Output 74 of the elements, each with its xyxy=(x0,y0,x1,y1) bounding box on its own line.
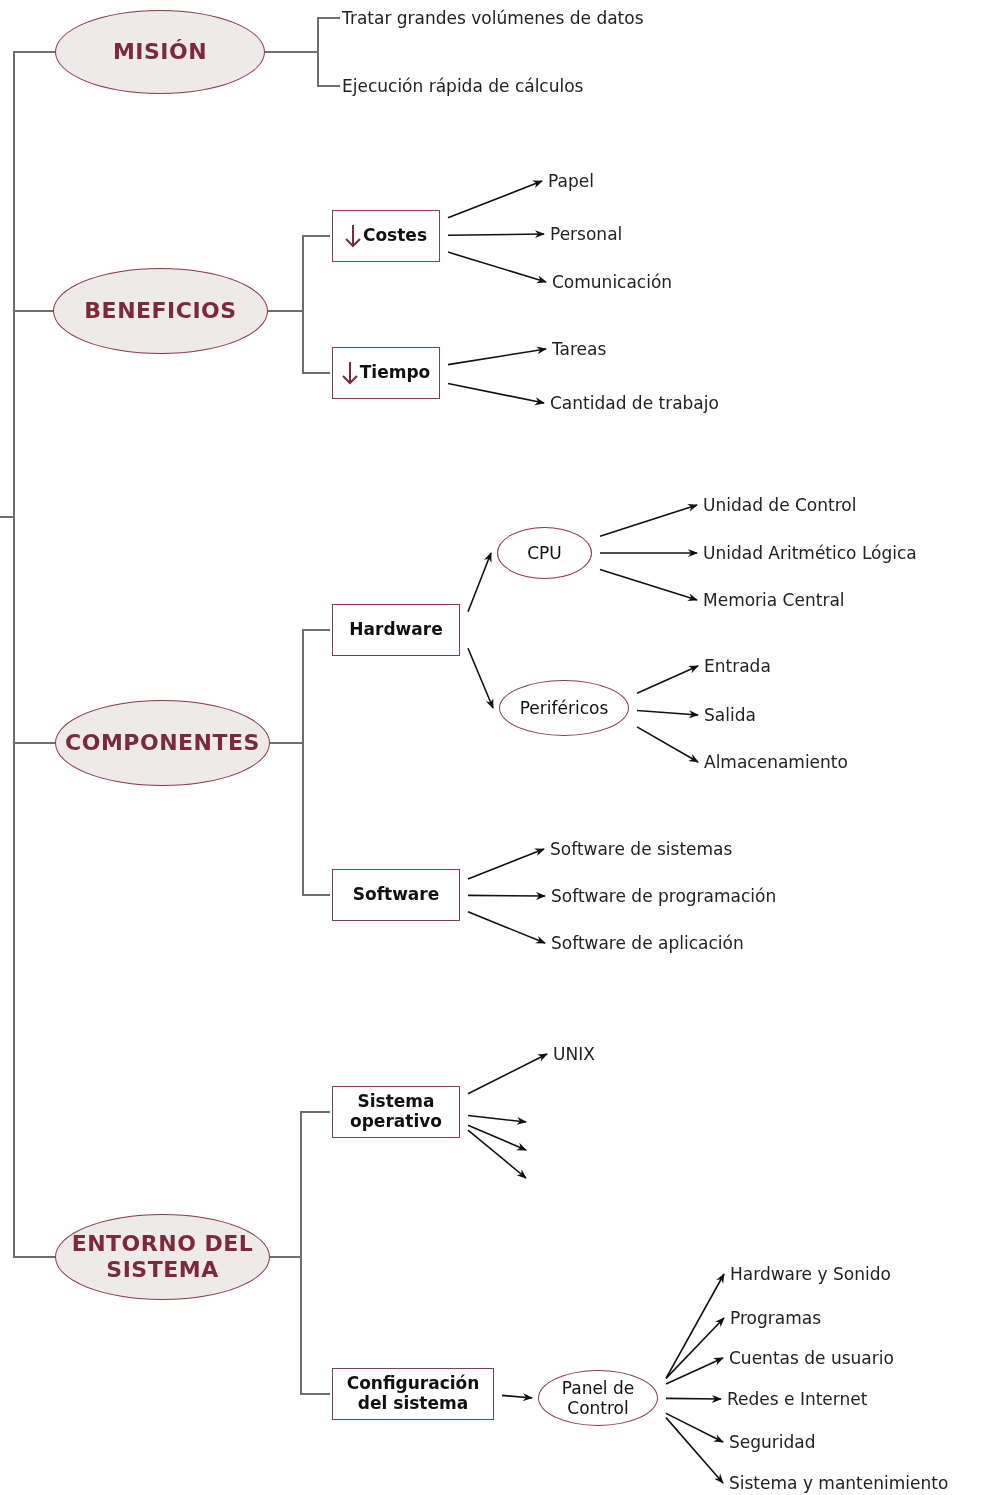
bracket-line xyxy=(269,742,331,896)
arrow xyxy=(447,251,547,284)
item-label: Almacenamiento xyxy=(704,751,848,773)
arrow xyxy=(665,1394,722,1403)
arrow xyxy=(447,180,543,219)
arrow xyxy=(467,891,546,900)
arrow xyxy=(665,1412,724,1443)
item-label: Unidad de Control xyxy=(703,494,857,516)
category-box xyxy=(332,1368,494,1420)
arrow xyxy=(467,1129,527,1179)
node-text: CPU xyxy=(527,542,562,564)
category-box xyxy=(332,210,440,262)
item-label: Tratar grandes volúmenes de datos xyxy=(342,7,644,29)
bracket-line xyxy=(264,51,341,87)
item-label: Comunicación xyxy=(552,271,673,293)
item-label: Sistema y mantenimiento xyxy=(729,1472,949,1494)
bracket-line xyxy=(0,516,56,1258)
item-label: Ejecución rápida de cálculos xyxy=(342,75,584,97)
item-label: Cantidad de trabajo xyxy=(550,392,719,414)
arrow xyxy=(599,568,698,602)
node-text: Sistema operativo xyxy=(349,1092,443,1132)
node-text: Software xyxy=(352,885,440,905)
arrow xyxy=(636,665,699,695)
item-label: Cuentas de usuario xyxy=(729,1347,894,1369)
item-label: Software de aplicación xyxy=(551,932,744,954)
item-label: Personal xyxy=(550,223,623,245)
arrow xyxy=(636,726,699,763)
item-label: Software de sistemas xyxy=(550,838,733,860)
node-text: Panel de Control xyxy=(560,1377,636,1419)
arrow xyxy=(665,1273,725,1380)
arrow xyxy=(467,1053,548,1095)
item-label: Memoria Central xyxy=(703,589,845,611)
node-text: COMPONENTES xyxy=(65,729,260,757)
arrow xyxy=(665,1357,724,1385)
category-box xyxy=(332,347,440,399)
item-label: Papel xyxy=(548,170,594,192)
arrow xyxy=(467,1124,527,1151)
item-label: Salida xyxy=(704,704,756,726)
arrow xyxy=(501,1393,533,1402)
arrow xyxy=(467,552,492,613)
item-label: Programas xyxy=(730,1307,821,1329)
node-text: BENEFICIOS xyxy=(84,297,237,325)
arrow xyxy=(599,549,698,557)
arrow xyxy=(599,503,698,537)
node-text: Tiempo xyxy=(359,363,431,383)
bracket-line xyxy=(267,310,331,374)
arrow xyxy=(665,1317,725,1380)
node-text: Hardware xyxy=(349,620,443,640)
item-label: Seguridad xyxy=(729,1431,816,1453)
node-text: Periféricos xyxy=(519,697,609,719)
arrow xyxy=(447,230,545,239)
arrow xyxy=(467,647,494,709)
node-text: MISIÓN xyxy=(112,38,208,66)
item-label: Unidad Aritmético Lógica xyxy=(703,542,917,564)
arrow xyxy=(467,1114,527,1125)
node-text: ENTORNO DEL SISTEMA xyxy=(70,1230,255,1284)
node-text: Costes xyxy=(362,226,428,246)
category-box xyxy=(332,869,460,921)
arrow xyxy=(636,709,699,719)
item-label: UNIX xyxy=(553,1043,595,1065)
item-label: Hardware y Sonido xyxy=(730,1263,891,1285)
category-box xyxy=(332,604,460,656)
item-label: Tareas xyxy=(552,338,607,360)
item-label: Entrada xyxy=(704,655,771,677)
arrow xyxy=(467,911,546,944)
arrow xyxy=(447,382,545,406)
category-box xyxy=(332,1086,460,1138)
node-text: Configuración del sistema xyxy=(345,1374,481,1414)
bracket-line xyxy=(269,1256,331,1395)
arrow xyxy=(665,1416,724,1484)
arrow xyxy=(467,848,545,880)
item-label: Software de programación xyxy=(551,885,777,907)
arrow xyxy=(447,346,547,366)
item-label: Redes e Internet xyxy=(727,1388,868,1410)
